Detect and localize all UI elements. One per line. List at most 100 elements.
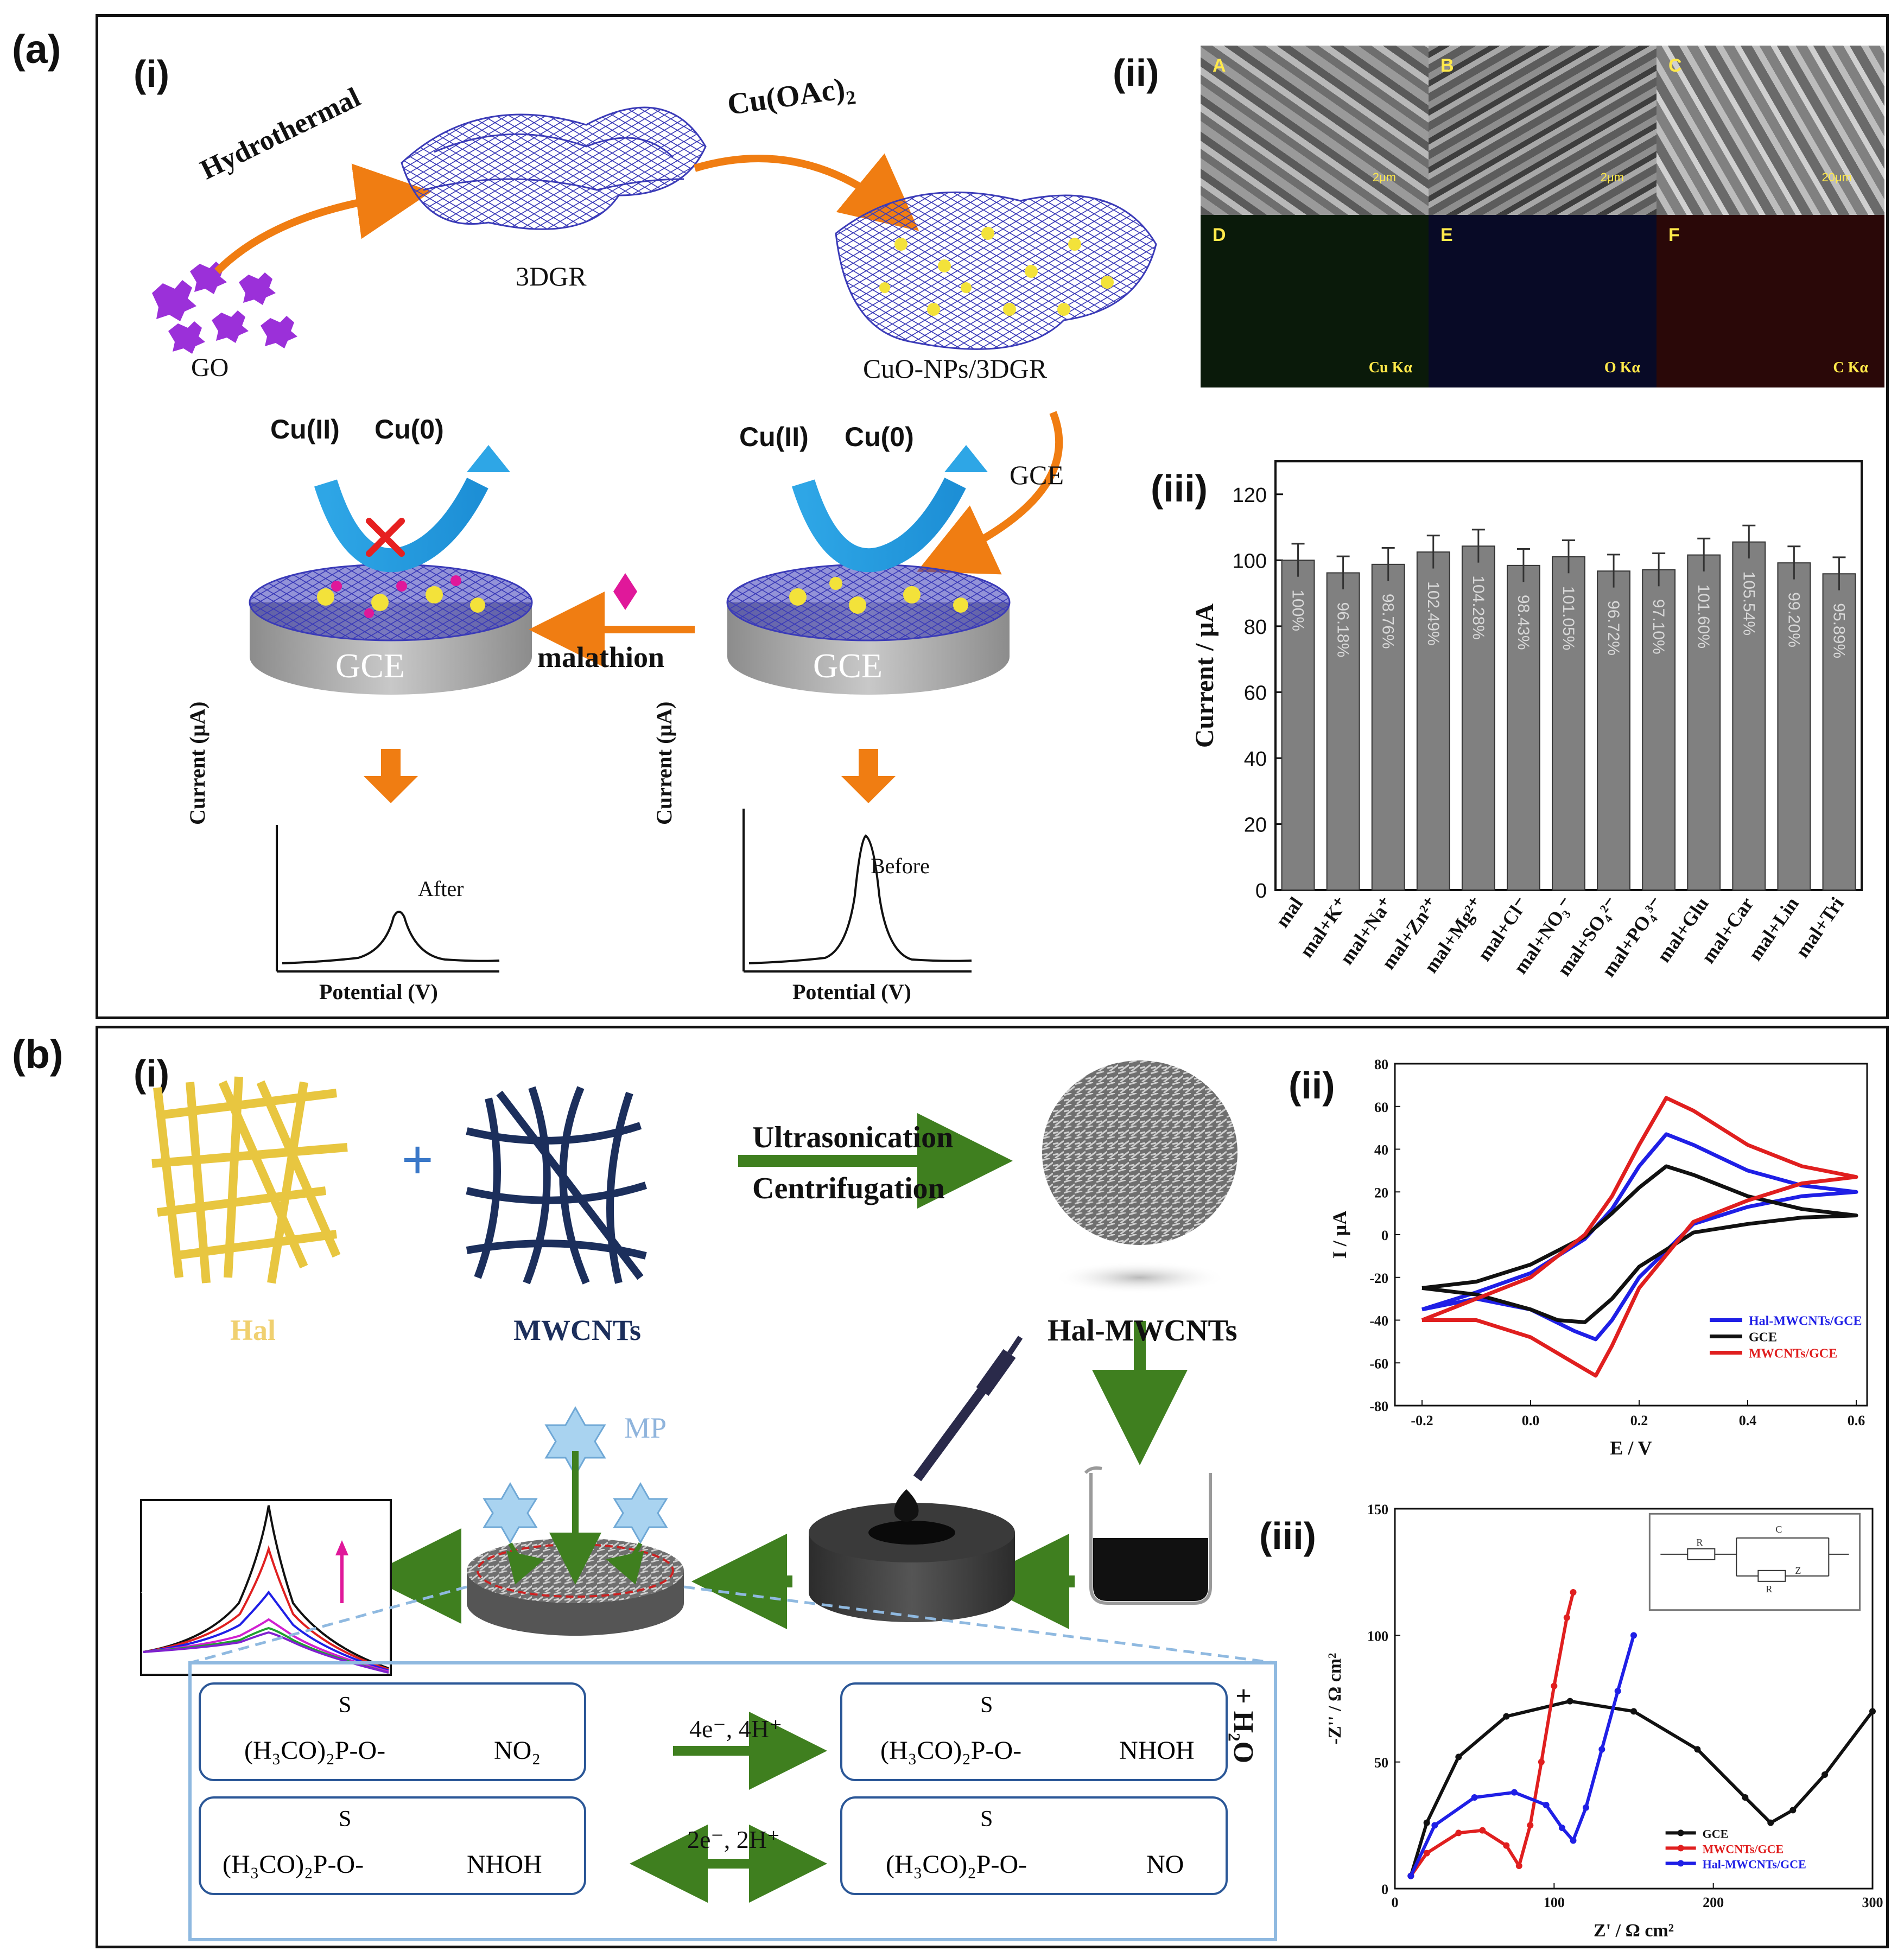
legend-label: Hal-MWCNTs/GCE: [1703, 1857, 1806, 1871]
legend-marker: [1677, 1829, 1684, 1837]
ester-label: (H₃CO)₂P-O-: [886, 1850, 1027, 1879]
y-tick-label: 20: [1374, 1185, 1388, 1200]
x-tick-label: mal: [1271, 893, 1307, 931]
rs-resistor: [1687, 1548, 1716, 1560]
eis-point: [1822, 1771, 1828, 1778]
eis-point: [1559, 1825, 1565, 1831]
bar: [1597, 570, 1630, 891]
3dgr-mesh: [401, 106, 707, 230]
hal-rods: [151, 1076, 348, 1284]
bar-label: 101.05%: [1559, 586, 1577, 650]
bar: [1777, 562, 1811, 891]
panel-a-ii-label: (ii): [1113, 52, 1159, 94]
cu-0-label-right: Cu(0): [845, 422, 914, 452]
cdl-label: C: [1775, 1524, 1782, 1535]
y-tick-label: 80: [1374, 1057, 1388, 1072]
eis-point: [1543, 1802, 1550, 1808]
bar: [1552, 556, 1585, 891]
bar-label: 96.18%: [1334, 602, 1352, 658]
bar-label: 99.20%: [1785, 592, 1803, 647]
sem-letter-d: D: [1213, 225, 1226, 245]
eis-point: [1455, 1829, 1462, 1837]
no-label: NO: [1146, 1850, 1184, 1879]
bar-label: 98.76%: [1379, 594, 1397, 649]
eis-point: [1515, 1863, 1522, 1869]
cu-0-label-left: Cu(0): [375, 414, 444, 444]
ester-label: (H₃CO)₂P-O-: [880, 1736, 1022, 1765]
legend-label: MWCNTs/GCE: [1703, 1842, 1784, 1856]
eis-point: [1789, 1807, 1797, 1814]
sulfur-label: S: [339, 1693, 352, 1718]
eis-point: [1742, 1794, 1749, 1801]
gce-right-label: GCE: [813, 646, 883, 685]
sem-letter-b: B: [1440, 55, 1454, 76]
y-tick-label: 80: [1244, 616, 1267, 639]
sem-letter-c: C: [1668, 55, 1682, 76]
eis-point: [1511, 1789, 1518, 1796]
eis-series-line: [1409, 1592, 1575, 1877]
rct-label: R: [1766, 1584, 1772, 1594]
beaker-icon: [1084, 1466, 1212, 1605]
y-tick-label: 20: [1244, 814, 1267, 836]
sem-panel-d: D Cu Kα: [1201, 215, 1429, 387]
malathion-label: malathion: [537, 641, 665, 673]
ring-electrode: [809, 1503, 1015, 1622]
bar: [1281, 560, 1315, 891]
eis-point: [1551, 1682, 1558, 1689]
bar: [1822, 573, 1856, 891]
mini-before-xlabel: Potential (V): [792, 980, 911, 1004]
water-label: + H₂O: [1228, 1688, 1259, 1764]
cv-series-line: [1421, 1164, 1858, 1324]
ester-label: (H₃CO)₂P-O-: [223, 1850, 364, 1879]
sem-panel-e: E O Kα: [1429, 215, 1657, 387]
eis-point: [1630, 1708, 1637, 1715]
eis-point: [1431, 1822, 1438, 1829]
pipette-icon: [913, 1336, 1023, 1482]
mini-after-ylabel: Current (μA): [185, 701, 210, 825]
blocked-x-icon: [366, 518, 405, 557]
mini-after-xlabel: Potential (V): [319, 980, 438, 1004]
bar-label: 105.54%: [1740, 571, 1757, 636]
plot-frame: [1394, 1508, 1874, 1890]
sem-panel-a: A 2μm: [1201, 46, 1429, 215]
y-tick-label: 0: [1255, 880, 1267, 903]
sulfur-label: S: [980, 1693, 993, 1718]
ultrasonication-label: Ultrasonication: [752, 1121, 954, 1154]
eis-point: [1566, 1698, 1573, 1705]
x-tick-label: 300: [1862, 1895, 1883, 1910]
nhoh-label: NHOH: [1119, 1736, 1195, 1765]
y-axis-label: -Z'' / Ω cm²: [1325, 1653, 1345, 1745]
sem-grid: A 2μm B 2μm C 20μm D Cu Kα E O Kα F C Kα: [1201, 46, 1884, 387]
bar-label: 96.72%: [1604, 600, 1622, 656]
panel-a-iii-label: (iii): [1151, 467, 1208, 510]
eis-point: [1570, 1589, 1577, 1596]
eis-point: [1630, 1632, 1637, 1639]
eis-point: [1767, 1819, 1774, 1826]
cu-ii-label-right: Cu(II): [739, 422, 809, 452]
x-tick-label: 0: [1392, 1895, 1399, 1910]
x-tick-label: 0.6: [1848, 1413, 1865, 1428]
rs-label: R: [1696, 1537, 1703, 1548]
panel-a-scheme: [152, 106, 1157, 973]
panel-b-iii-label: (iii): [1259, 1515, 1316, 1557]
y-tick-label: -80: [1369, 1399, 1388, 1414]
nitro-label: NO₂: [494, 1736, 541, 1765]
mp-label: MP: [624, 1412, 667, 1444]
eis-point: [1869, 1708, 1876, 1715]
bar-label: 101.60%: [1694, 584, 1712, 649]
sem-panel-f: F C Kα: [1657, 215, 1884, 387]
cuo-np-3dgr-mesh: [835, 191, 1157, 350]
legend-label: MWCNTs/GCE: [1749, 1347, 1837, 1361]
hal-mwcnts-label: Hal-MWCNTs: [1048, 1314, 1237, 1348]
product-no-box: S (H₃CO)₂P-O- NO: [840, 1796, 1228, 1895]
legend-marker: [1677, 1860, 1684, 1867]
sulfur-label: S: [980, 1807, 993, 1832]
panel-b-frame: [96, 1026, 1889, 1948]
bar-label: 97.10%: [1649, 599, 1667, 655]
left-electrode: [249, 563, 533, 695]
y-tick-label: -20: [1369, 1270, 1388, 1286]
eis-point: [1479, 1827, 1486, 1834]
eis-point: [1538, 1758, 1545, 1765]
y-tick-label: 60: [1374, 1100, 1388, 1115]
cv-series-line: [1421, 1096, 1858, 1378]
